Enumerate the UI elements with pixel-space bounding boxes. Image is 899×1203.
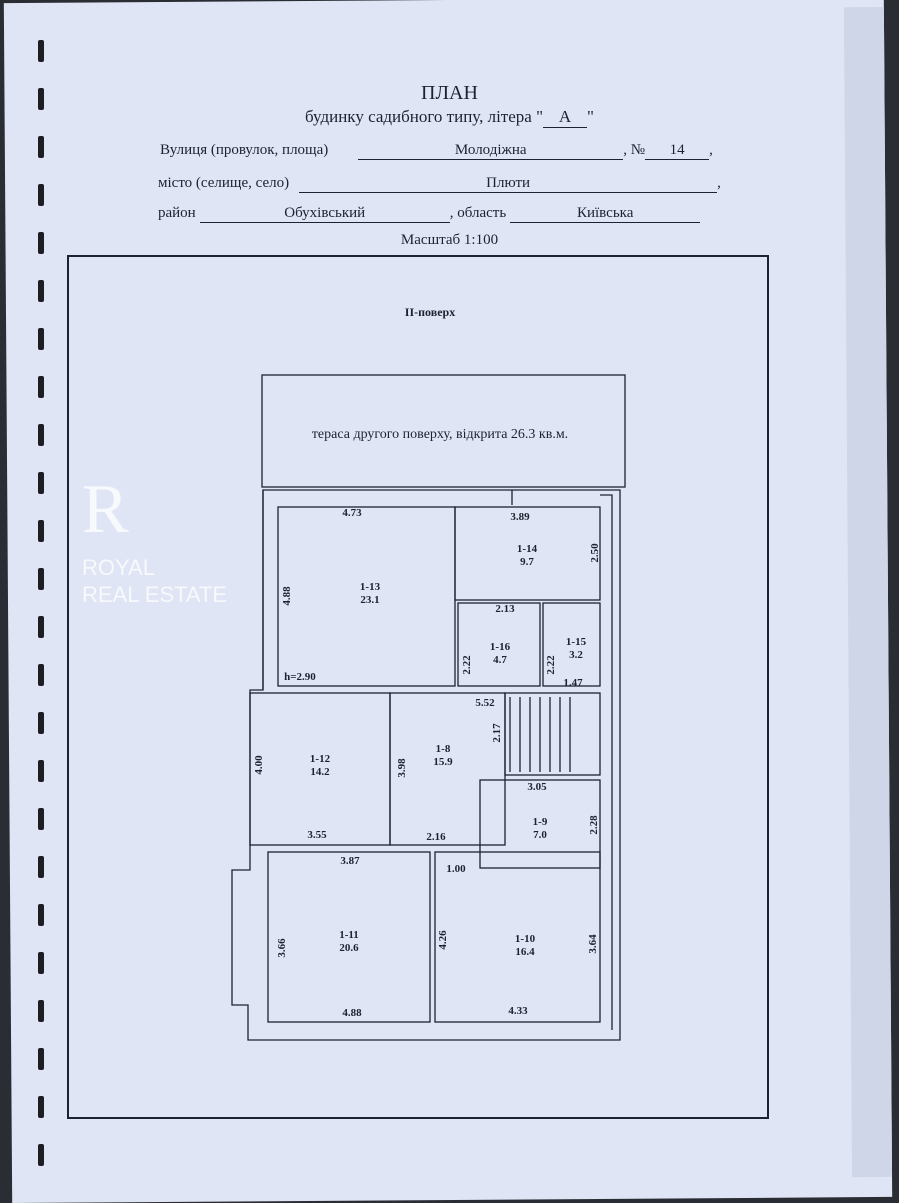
binding-hole	[38, 808, 44, 830]
floor-label: II-поверх	[405, 305, 455, 319]
binding-hole	[38, 856, 44, 878]
binding-hole	[38, 616, 44, 638]
dimension-label: 2.22	[545, 655, 557, 675]
room-id: 1-12	[310, 753, 331, 765]
room-id: 1-15	[566, 636, 587, 648]
binding-hole	[38, 664, 44, 686]
dimension-label: 2.13	[495, 603, 515, 615]
binding-hole	[38, 952, 44, 974]
binding-hole	[38, 472, 44, 494]
room-id: 1-16	[490, 641, 511, 653]
region-value: Київська	[510, 205, 701, 223]
letter-value: А	[543, 107, 588, 128]
dimension-label: 4.26	[437, 930, 449, 950]
binding-hole	[38, 40, 44, 62]
room-area: 4.7	[493, 654, 507, 666]
room-area: 15.9	[433, 756, 453, 768]
dimension-label: 2.22	[461, 655, 473, 675]
scale-label: Масштаб 1:100	[400, 232, 499, 248]
dimension-label: 3.05	[527, 781, 547, 793]
city-label: місто (селище, село)	[158, 175, 290, 191]
dimension-label: 5.52	[475, 697, 495, 709]
watermark-line1: ROYAL	[82, 555, 155, 580]
binding-hole	[38, 424, 44, 446]
binding-hole	[38, 520, 44, 542]
room-area: 23.1	[360, 594, 379, 606]
room-area: 9.7	[520, 556, 534, 568]
binding-hole	[38, 136, 44, 158]
dimension-label: 2.17	[491, 723, 503, 743]
terrace	[261, 374, 626, 488]
dimension-label: 3.55	[307, 829, 327, 841]
staircase	[509, 697, 571, 772]
dimension-label: 1.47	[563, 677, 583, 689]
subtitle-suffix: "	[587, 107, 594, 126]
wall-lines	[262, 490, 613, 1030]
binding-hole	[38, 328, 44, 350]
room-area: 7.0	[533, 829, 547, 841]
dimension-label: 3.98	[396, 758, 408, 778]
room-area: 14.2	[310, 766, 330, 778]
binding-hole	[38, 712, 44, 734]
room-id: 1-9	[533, 816, 548, 828]
city-row: місто (селище, село)Плюти,	[158, 175, 721, 193]
region-label: , область	[449, 205, 507, 221]
room-id: 1-10	[515, 933, 536, 945]
watermark-logo-r: R	[82, 471, 129, 548]
binding-hole	[38, 376, 44, 398]
binding-hole	[38, 760, 44, 782]
dimension-label: 1.00	[446, 863, 466, 875]
dimension-label: 4.73	[342, 507, 362, 519]
room-id: 1-14	[517, 543, 538, 555]
street-value: Молодіжна	[358, 142, 624, 160]
doc-subtitle: будинку садибного типу, літера "А"	[0, 107, 899, 128]
dimension-label: 2.28	[588, 815, 600, 835]
binding-hole	[38, 280, 44, 302]
city-value: Плюти	[299, 175, 718, 193]
district-label: район	[158, 205, 196, 221]
dimension-label: 3.66	[276, 938, 288, 958]
rooms	[249, 506, 601, 1023]
number-value: 14	[645, 142, 710, 160]
binding-hole	[38, 1048, 44, 1070]
number-label: , №	[623, 142, 646, 158]
binding-hole	[38, 1096, 44, 1118]
dimension-label: 4.88	[281, 586, 293, 606]
street-label: Вулиця (провулок, площа)	[160, 142, 329, 158]
room-id: 1-11	[339, 929, 359, 941]
subtitle-text: будинку садибного типу, літера "	[305, 107, 544, 126]
outer-wall	[231, 489, 621, 1041]
binding-hole	[38, 88, 44, 110]
binding-hole	[38, 184, 44, 206]
binding-hole	[38, 904, 44, 926]
dimension-label: 2.50	[589, 543, 601, 563]
dimension-label: 2.16	[426, 831, 446, 843]
dimension-label: 3.89	[510, 511, 530, 523]
room-id: 1-13	[360, 581, 381, 593]
dimension-label: 4.00	[253, 755, 265, 775]
plan-frame	[67, 255, 769, 1119]
binding-hole	[38, 232, 44, 254]
room-area: 16.4	[515, 946, 535, 958]
room-id: 1-8	[436, 743, 451, 755]
binding-hole	[38, 568, 44, 590]
dimension-label: 4.88	[342, 1007, 362, 1019]
doc-title: ПЛАН	[421, 82, 478, 104]
dimension-label: 3.87	[340, 855, 360, 867]
ceiling-height: h=2.90	[284, 671, 316, 683]
binding-hole	[38, 1000, 44, 1022]
district-value: Обухівський	[199, 205, 450, 223]
room-area: 3.2	[569, 649, 583, 661]
room-area: 20.6	[339, 942, 359, 954]
watermark-line2: REAL ESTATE	[82, 582, 228, 607]
dimension-label: 4.33	[508, 1005, 528, 1017]
dimension-label: 3.64	[587, 934, 599, 954]
terrace-label: тераса другого поверху, відкрита 26.3 кв…	[312, 427, 568, 442]
binding-hole	[38, 1144, 44, 1166]
